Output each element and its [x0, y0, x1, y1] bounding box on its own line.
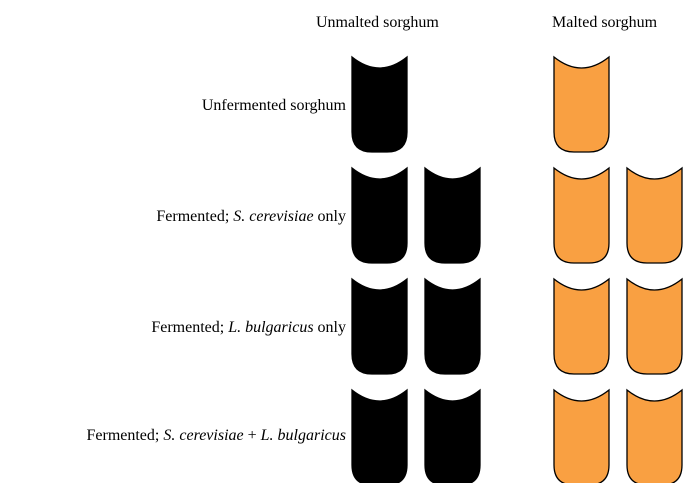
malted-sample-tube	[626, 388, 683, 483]
malted-sample-tube	[626, 277, 683, 375]
unmalted-sample-tube	[424, 166, 481, 264]
species-name: L. bulgaricus	[260, 427, 346, 444]
malted-sample-tube	[553, 166, 610, 264]
unmalted-sample-tube	[424, 388, 481, 483]
malted-sample-tube	[626, 166, 683, 264]
row-label-l-bulgaricus: Fermented; L. bulgaricus only	[151, 319, 346, 337]
row-label-unfermented: Unfermented sorghum	[202, 97, 346, 115]
malted-sample-tube	[553, 388, 610, 483]
unmalted-sample-tube	[424, 277, 481, 375]
row-label-text: +	[243, 427, 261, 444]
row-label-text: Fermented;	[156, 208, 234, 225]
row-label-combined: Fermented; S. cerevisiae + L. bulgaricus	[86, 427, 346, 445]
row-label-text: Unfermented sorghum	[201, 97, 346, 114]
column-header-malted: Malted sorghum	[552, 14, 658, 31]
species-name: S. cerevisiae	[233, 208, 314, 225]
species-name: S. cerevisiae	[163, 427, 244, 444]
row-label-text: Fermented;	[151, 319, 229, 336]
malted-sample-tube	[553, 277, 610, 375]
species-name: L. bulgaricus	[228, 319, 314, 336]
column-header-unmalted: Unmalted sorghum	[316, 14, 439, 31]
unmalted-sample-tube	[351, 166, 408, 264]
unmalted-sample-tube	[351, 55, 408, 153]
row-label-text: Fermented;	[86, 427, 164, 444]
malted-sample-tube	[553, 55, 610, 153]
row-label-s-cerevisiae: Fermented; S. cerevisiae only	[156, 208, 346, 226]
unmalted-sample-tube	[351, 277, 408, 375]
row-label-text: only	[313, 319, 346, 336]
unmalted-sample-tube	[351, 388, 408, 483]
row-label-text: only	[313, 208, 346, 225]
